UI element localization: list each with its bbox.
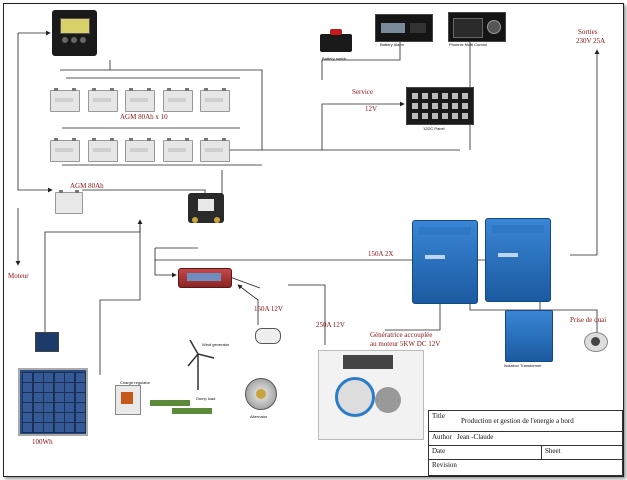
author-value: Jean -Claude (457, 433, 494, 441)
agm-battery-icon (125, 88, 155, 112)
battery-switch-icon (320, 29, 352, 52)
dc-panel-label: 12DC Panel (423, 126, 445, 131)
sheet-label: Sheet (545, 447, 561, 455)
charge-regulator-label: Charge regulator (120, 380, 151, 385)
dc-panel-icon (406, 87, 474, 125)
agm-bank-label: AGM 80Ah x 10 (120, 113, 168, 121)
dump-load-label: Dump load (196, 396, 216, 401)
wind-generator-label: Wind generator (202, 342, 230, 347)
agm-start-label: AGM 80Ah (70, 182, 104, 190)
battery-charger-icon (178, 268, 232, 288)
inverter-current-label: 150A 2X (368, 250, 394, 258)
title-value: Production et gestion de l'energie a bor… (461, 417, 574, 425)
agm-battery-icon (200, 88, 230, 112)
title-label: Title (432, 412, 445, 420)
alternator-icon (245, 378, 277, 410)
relay-icon (255, 328, 281, 344)
multi-control-icon (448, 12, 506, 42)
dump-load-icon (150, 400, 190, 406)
battery-switch-label: Battery swtch (322, 56, 347, 61)
solar-controller-icon (35, 332, 59, 352)
alt-big-label: 250A 12V (316, 321, 345, 329)
shore-power-label: Prise de quai (570, 316, 607, 324)
agm-battery-icon (50, 88, 80, 112)
agm-battery-icon (163, 88, 193, 112)
start-battery-icon (55, 190, 83, 214)
charge-regulator-icon (115, 385, 141, 415)
agm-battery-icon (163, 138, 193, 162)
author-label: Author (432, 433, 452, 441)
dump-load-icon (172, 408, 212, 414)
battery-alarm-label: Battery Alarm (380, 42, 405, 47)
agm-battery-icon (88, 138, 118, 162)
alt-small-label: 150A 12V (254, 305, 283, 313)
agm-battery-icon (125, 138, 155, 162)
title-block: Title Production et gestion de l'energie… (428, 410, 623, 476)
solar-panel-icon (18, 368, 88, 436)
generator-label-line1: Génératrice accouplée (370, 331, 433, 339)
isolation-transformer-icon (505, 310, 553, 362)
revision-label: Revision (432, 461, 457, 469)
output-label: Sorties (578, 28, 598, 36)
solar-label: 100Wh (32, 438, 53, 446)
isolation-transformer-label: Isolation Transformer (504, 363, 542, 368)
alternator-label: Alternator (250, 414, 268, 419)
battery-monitor-icon (52, 10, 97, 56)
multi-control-label: Phoenix Multi Control (449, 42, 488, 47)
wind-generator-icon (178, 339, 218, 390)
inverter-charger-2-icon (485, 218, 551, 302)
shore-power-socket-icon (584, 332, 608, 352)
agm-battery-icon (200, 138, 230, 162)
battery-combiner-icon (188, 193, 224, 223)
output-rating-label: 230V 25A (576, 37, 606, 45)
battery-alarm-icon (375, 14, 433, 42)
service-label: Service (352, 88, 373, 96)
generator-label-line2: au moteur 5KW DC 12V (370, 340, 441, 348)
agm-battery-icon (88, 88, 118, 112)
date-label: Date (432, 447, 446, 455)
engine-generator-icon (318, 350, 424, 440)
service-voltage-label: 12V (365, 105, 378, 113)
inverter-charger-1-icon (412, 220, 478, 304)
moteur-label: Moteur (8, 272, 29, 280)
agm-battery-icon (50, 138, 80, 162)
